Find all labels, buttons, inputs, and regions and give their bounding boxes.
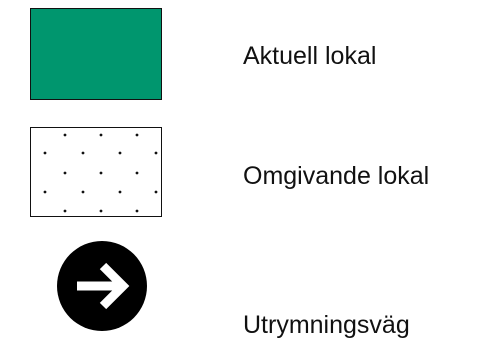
surrounding-room-swatch [30,127,162,217]
current-room-label: Aktuell lokal [243,42,377,70]
dot-pattern-icon [43,133,158,213]
surrounding-room-label: Omgivande lokal [243,162,430,190]
exit-arrow-icon [57,241,147,331]
current-room-swatch [30,8,162,100]
escape-route-label: Utrymningsväg [243,311,410,339]
